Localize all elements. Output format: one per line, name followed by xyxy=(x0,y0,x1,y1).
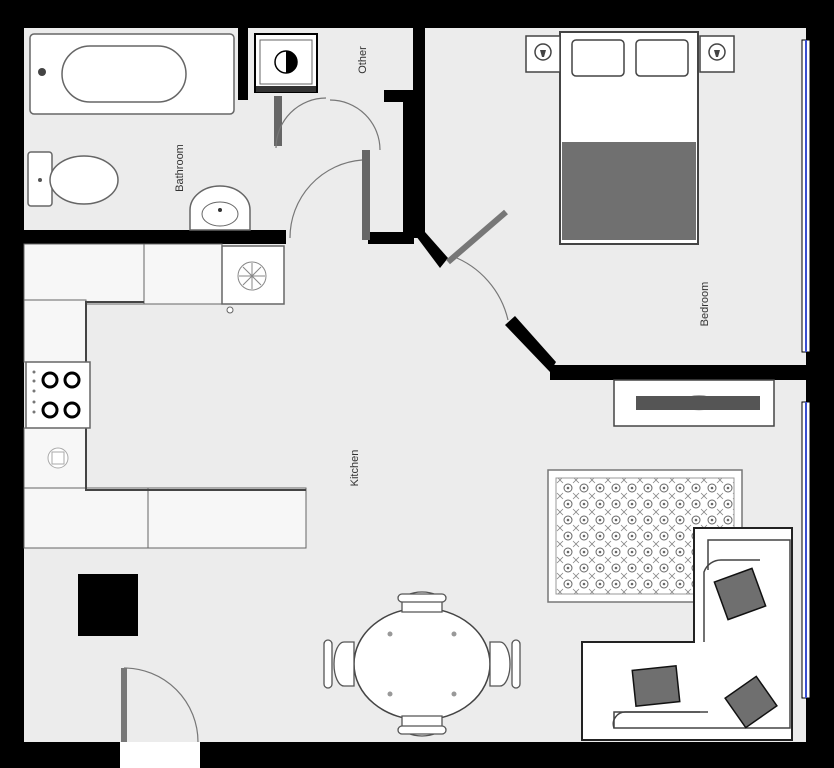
room-label-bedroom: Bedroom xyxy=(699,282,711,327)
bedroom-window xyxy=(801,39,811,353)
chair-icon xyxy=(489,639,521,689)
living-window xyxy=(801,401,811,699)
doors xyxy=(121,97,509,743)
dining-table-icon xyxy=(353,607,491,721)
room-label-bathroom: Bathroom xyxy=(174,144,186,192)
sofa-icon xyxy=(581,527,793,741)
bed-icon xyxy=(559,31,699,245)
washer-icon xyxy=(254,33,318,93)
chair-icon xyxy=(397,591,447,613)
chair-icon xyxy=(323,639,355,689)
room-label-kitchen: Kitchen xyxy=(349,450,361,487)
stove-burner-icon xyxy=(25,361,91,429)
lamp-icon xyxy=(699,35,735,73)
room-label-other: Other xyxy=(357,46,369,74)
bathtub-icon xyxy=(29,33,235,115)
kitchen-counters xyxy=(23,243,307,549)
sink-icon xyxy=(189,185,251,231)
dishwasher-icon xyxy=(47,447,69,469)
chair-icon xyxy=(397,715,447,737)
interior-walls xyxy=(24,28,826,402)
toilet-icon xyxy=(27,151,119,207)
tv-icon xyxy=(613,379,775,427)
dark-block xyxy=(78,574,138,636)
lamp-icon xyxy=(525,35,561,73)
kitchen-sink-icon xyxy=(221,245,285,314)
